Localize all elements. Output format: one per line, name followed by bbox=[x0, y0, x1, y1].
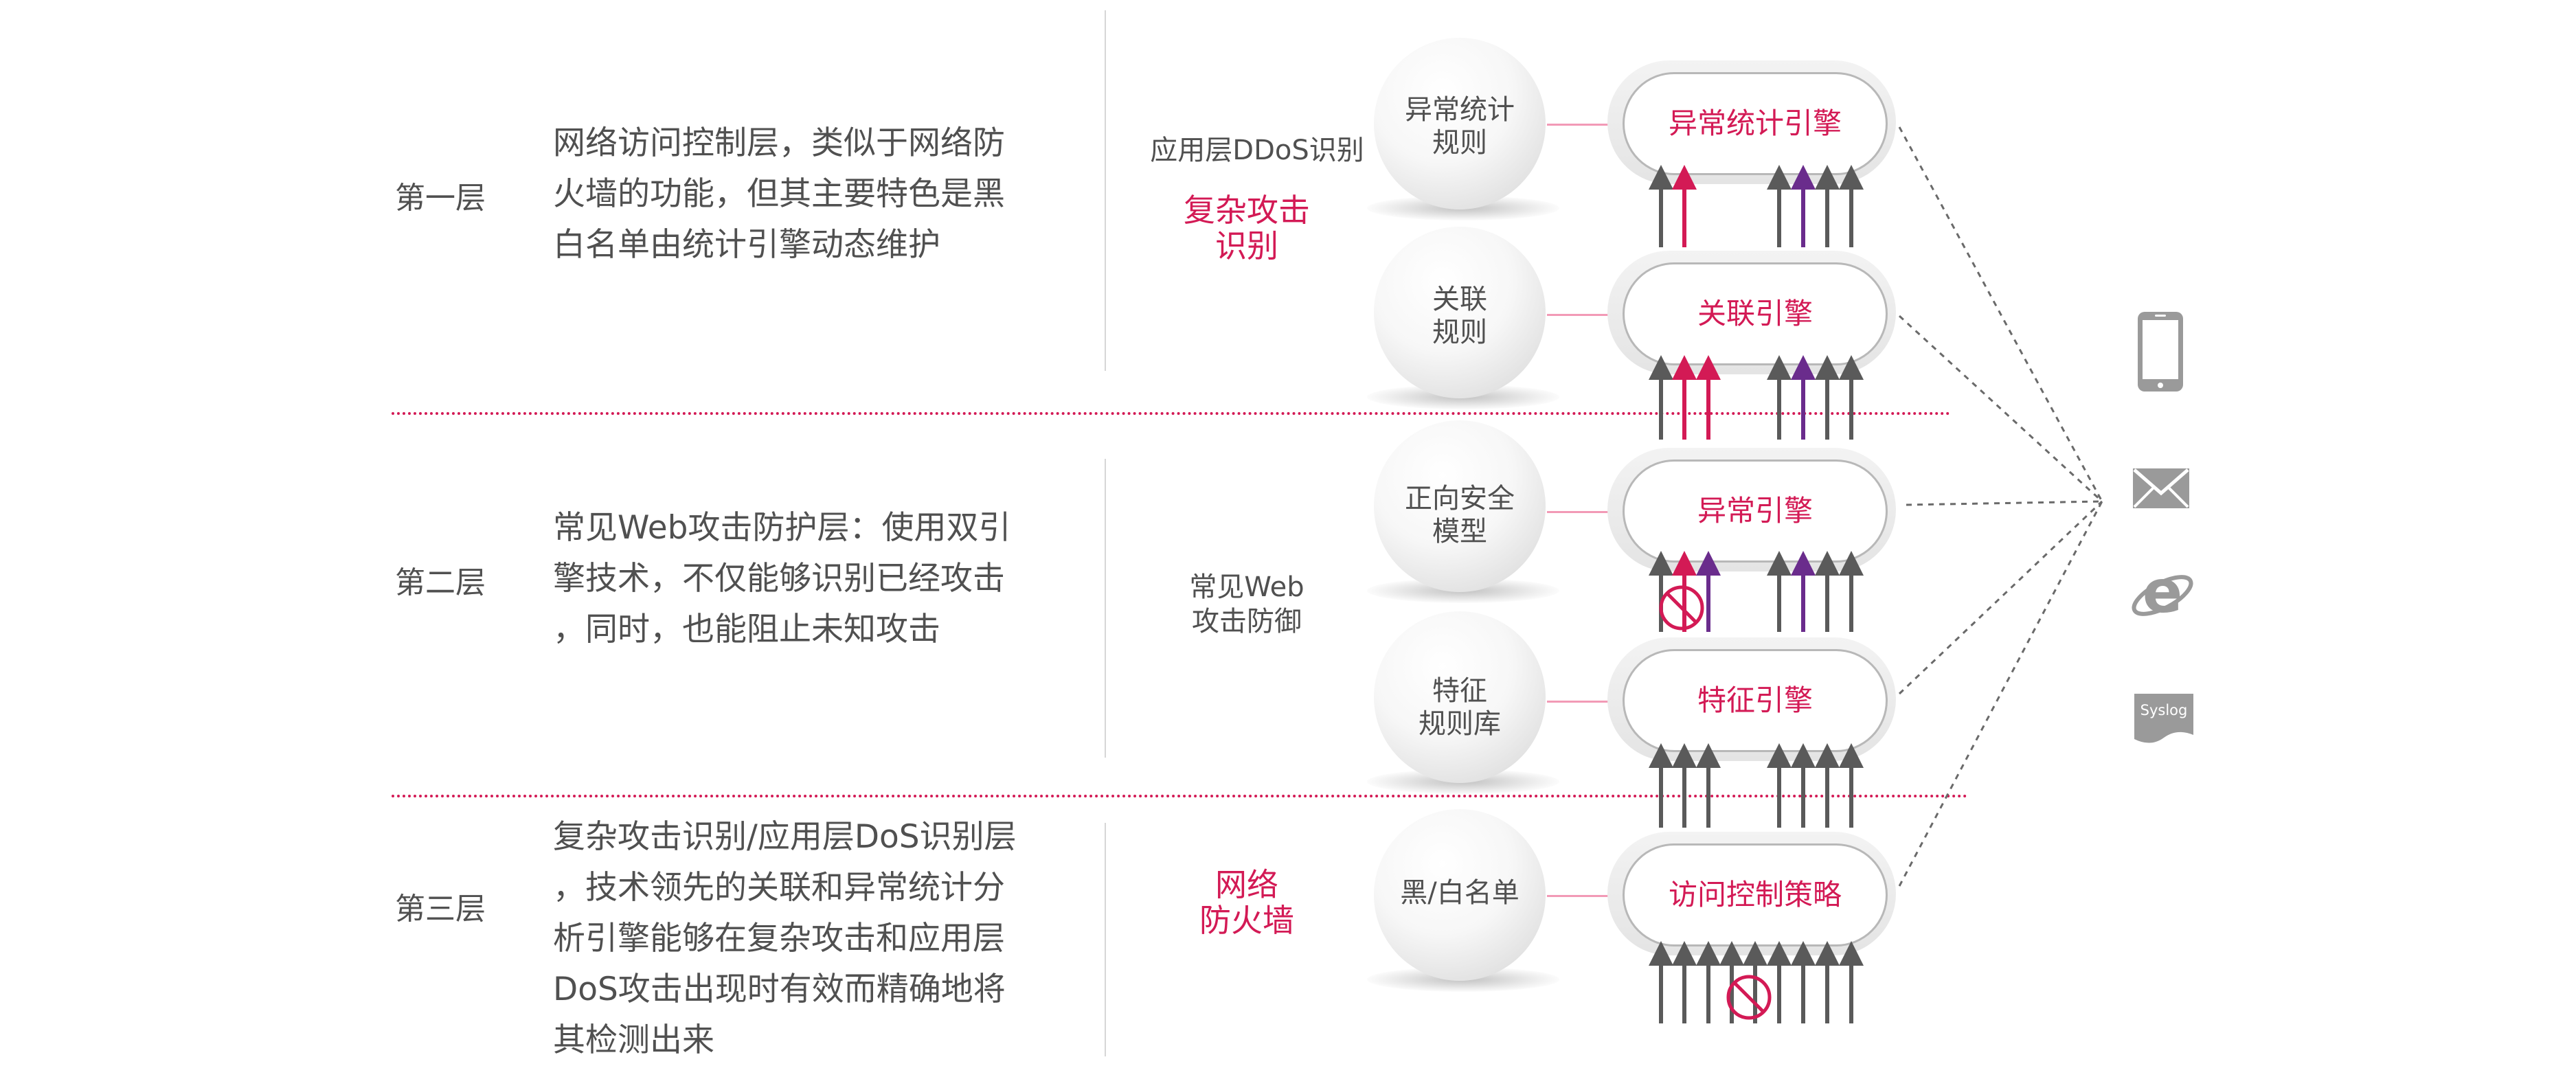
desc-line: ，技术领先的关联和异常统计分 bbox=[553, 869, 1005, 907]
anomaly-engine: 异常引擎 bbox=[1623, 460, 1888, 563]
web-defense-label: 常见Web 攻击防御 bbox=[1140, 570, 1353, 639]
whitelist-sphere bbox=[1374, 809, 1546, 981]
desc-line: 析引擎能够在复杂攻击和应用层 bbox=[553, 920, 1005, 957]
correlation-rules-sphere bbox=[1374, 227, 1546, 398]
label-line: 特征 bbox=[1432, 675, 1487, 707]
label-line: 异常统计 bbox=[1405, 94, 1515, 126]
desc-line: 其检测出来 bbox=[553, 1021, 714, 1059]
layer-3-name: 第三层 bbox=[395, 892, 486, 927]
desc-line: 网络访问控制层，类似于网络防 bbox=[553, 124, 1005, 162]
layer-2-description: 常见Web攻击防护层：使用双引 擎技术，不仅能够识别已经攻击 ，同时，也能阻止未… bbox=[553, 503, 1075, 655]
label-line: 规则库 bbox=[1419, 708, 1501, 740]
anomaly-rules-sphere bbox=[1374, 38, 1546, 209]
layer-separator bbox=[392, 412, 1951, 415]
correlation-engine: 关联引擎 bbox=[1623, 262, 1888, 365]
positive-model-sphere bbox=[1374, 420, 1546, 592]
desc-line: 常见Web攻击防护层：使用双引 bbox=[553, 509, 1011, 547]
layer-separator bbox=[392, 795, 1968, 797]
layer-2-name: 第二层 bbox=[395, 565, 486, 600]
sphere-label: 异常统计 规则 bbox=[1374, 93, 1546, 159]
sphere-engine-connector bbox=[1547, 895, 1624, 897]
output-link bbox=[1898, 500, 2103, 695]
sphere-label: 黑/白名单 bbox=[1374, 876, 1546, 909]
sphere-label: 关联 规则 bbox=[1374, 283, 1546, 349]
ddos-label: 应用层DDoS识别 bbox=[1150, 135, 1364, 166]
desc-line: 白名单由统计引擎动态维护 bbox=[553, 226, 940, 264]
phone-icon bbox=[2138, 312, 2183, 392]
output-link bbox=[1906, 500, 2103, 506]
layer-1-description: 网络访问控制层，类似于网络防 火墙的功能，但其主要特色是黑 白名单由统计引擎动态… bbox=[553, 118, 1075, 271]
label-line: 识别 bbox=[1215, 227, 1278, 264]
output-dashed-lines bbox=[1898, 126, 2103, 887]
sphere-label: 正向安全 模型 bbox=[1374, 482, 1546, 548]
desc-line: ，同时，也能阻止未知攻击 bbox=[553, 611, 940, 648]
label-line: 规则 bbox=[1432, 127, 1487, 159]
desc-line: DoS攻击出现时有效而精确地将 bbox=[553, 971, 1006, 1008]
label-line: 模型 bbox=[1432, 516, 1487, 547]
label-line: 攻击防御 bbox=[1192, 606, 1302, 637]
signature-db-sphere bbox=[1374, 611, 1546, 783]
svg-text:e: e bbox=[2143, 560, 2182, 626]
desc-line: 复杂攻击识别/应用层DoS识别层 bbox=[553, 818, 1017, 856]
syslog-icon: Syslog bbox=[2133, 692, 2195, 746]
label-line: 黑/白名单 bbox=[1400, 877, 1519, 909]
output-link bbox=[1898, 501, 2103, 887]
anomaly-stats-engine: 异常统计引擎 bbox=[1623, 72, 1888, 175]
desc-line: 火墙的功能，但其主要特色是黑 bbox=[553, 175, 1005, 213]
sphere-label: 特征 规则库 bbox=[1374, 674, 1546, 740]
column-divider bbox=[1105, 10, 1106, 371]
desc-line: 擎技术，不仅能够识别已经攻击 bbox=[553, 560, 1005, 598]
label-line: 复杂攻击 bbox=[1184, 192, 1310, 229]
label-line: 规则 bbox=[1432, 317, 1487, 348]
mail-icon bbox=[2133, 468, 2189, 508]
access-control-policy: 访问控制策略 bbox=[1623, 843, 1888, 946]
syslog-label: Syslog bbox=[2140, 702, 2188, 718]
sphere-engine-connector bbox=[1547, 701, 1624, 703]
label-line: 防火墙 bbox=[1199, 902, 1294, 939]
label-line: 网络 bbox=[1215, 866, 1278, 903]
label-line: 关联 bbox=[1432, 284, 1487, 315]
arrow-group bbox=[1649, 165, 1864, 1023]
firewall-label: 网络 防火墙 bbox=[1140, 867, 1353, 938]
blocked-icon bbox=[1659, 585, 1704, 631]
blocked-icon bbox=[1726, 975, 1772, 1020]
layer-3-description: 复杂攻击识别/应用层DoS识别层 ，技术领先的关联和异常统计分 析引擎能够在复杂… bbox=[553, 812, 1075, 1066]
syslog-shape bbox=[2134, 694, 2193, 743]
layer-1-name: 第一层 bbox=[395, 181, 486, 216]
complex-attack-label: 复杂攻击 识别 bbox=[1140, 192, 1353, 264]
ie-browser-icon: e bbox=[2132, 560, 2193, 626]
sphere-engine-connector bbox=[1547, 124, 1624, 126]
column-divider bbox=[1105, 823, 1106, 1056]
sphere-engine-connector bbox=[1547, 511, 1624, 513]
output-link bbox=[1898, 315, 2103, 503]
label-line: 正向安全 bbox=[1405, 483, 1515, 514]
column-divider bbox=[1105, 459, 1106, 758]
signature-engine: 特征引擎 bbox=[1623, 649, 1888, 752]
sphere-engine-connector bbox=[1547, 314, 1624, 316]
output-link bbox=[1898, 126, 2103, 502]
label-line: 常见Web bbox=[1189, 571, 1304, 603]
